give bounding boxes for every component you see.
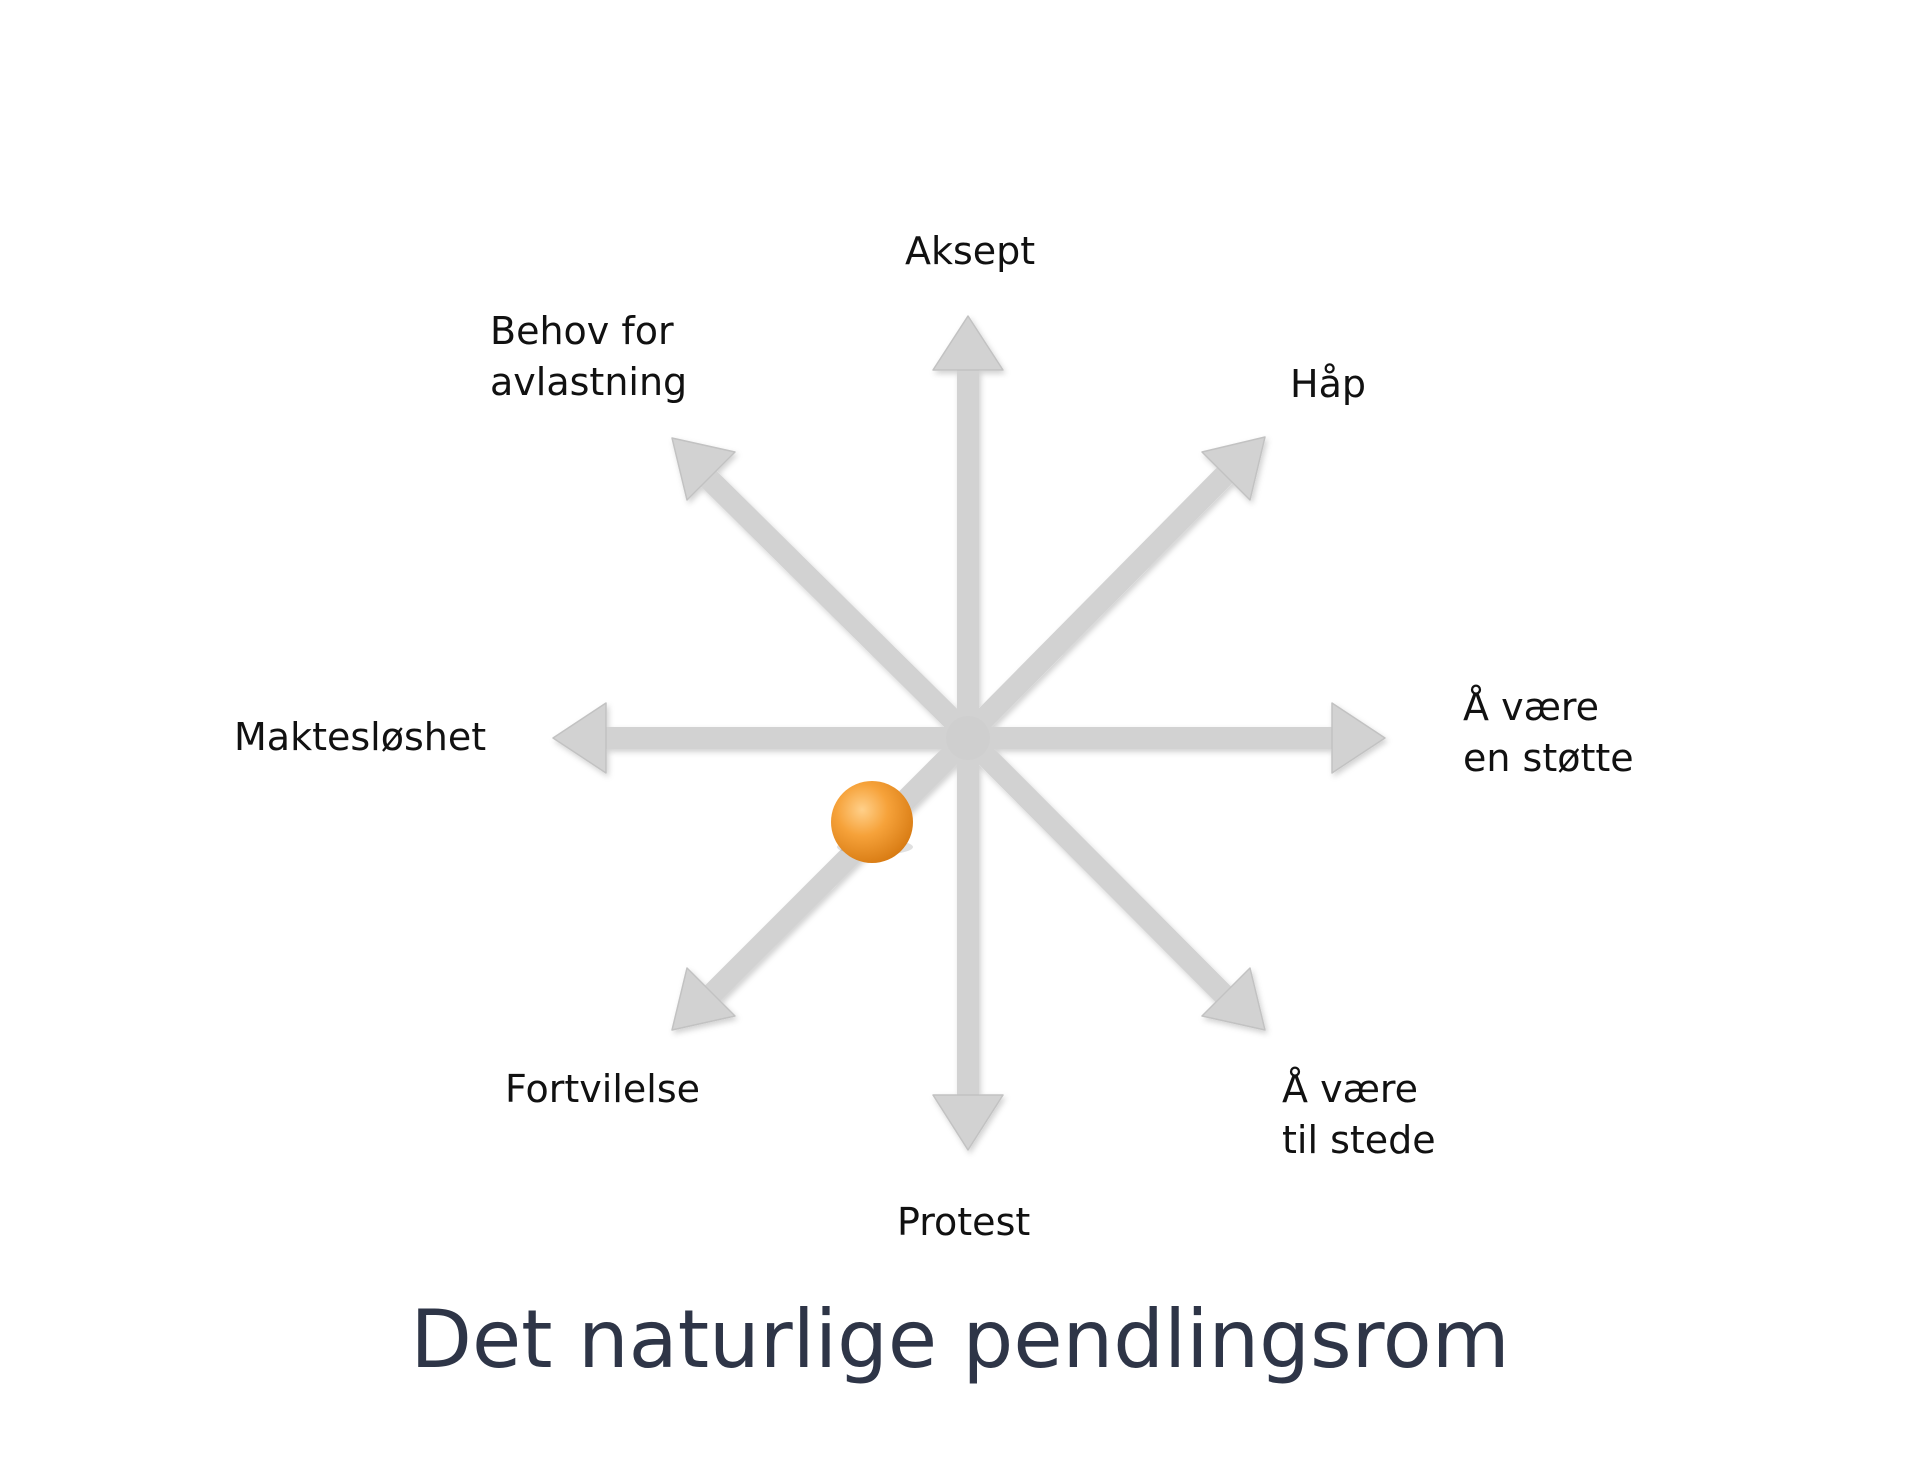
label-vaere-en-stotte: Å være en støtte <box>1463 682 1634 784</box>
label-aksept: Aksept <box>905 229 1036 273</box>
arrow-protest <box>932 735 1004 1151</box>
arrow-stotte <box>968 702 1386 774</box>
label-maktesloshet: Maktesløshet <box>234 715 487 759</box>
arrow-fortvilelse <box>671 730 976 1031</box>
label-hap: Håp <box>1290 362 1366 406</box>
label-vaere-til-stede: Å være til stede <box>1282 1064 1436 1166</box>
arrow-aksept <box>932 315 1004 735</box>
label-fortvilelse: Fortvilelse <box>505 1067 700 1111</box>
diagram-title: Det naturlige pendlingsrom <box>410 1293 1510 1386</box>
pendulum-ball <box>831 781 913 863</box>
label-stede-line1: Å være <box>1282 1067 1419 1111</box>
arrow-hap <box>960 436 1266 743</box>
arrow-til-stede <box>960 730 1266 1031</box>
label-behov-for-avlastning: Behov for avlastning <box>490 306 687 408</box>
label-behov-line1: Behov for <box>490 309 674 353</box>
label-stede-line2: til stede <box>1282 1118 1436 1162</box>
label-protest: Protest <box>897 1200 1031 1244</box>
arrow-behov-for-avlastning <box>671 437 976 743</box>
label-stotte-line2: en støtte <box>1463 736 1634 780</box>
label-behov-line2: avlastning <box>490 360 688 404</box>
label-stotte-line1: Å være <box>1463 685 1600 729</box>
center-hub <box>946 716 990 760</box>
arrow-maktesloshet <box>552 702 968 774</box>
